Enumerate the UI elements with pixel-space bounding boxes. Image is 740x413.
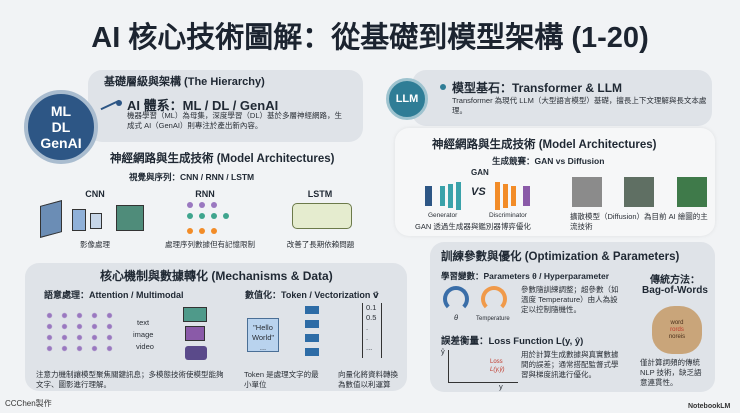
loss-label: Loss [490,359,503,365]
temperature-label: Temperature [476,316,510,322]
bullet-dot [116,100,122,106]
bow-heading: 傳統方法： [650,275,700,286]
bag-icon: word rords noreis [652,306,702,354]
temperature-gauge-icon [481,286,507,312]
vector-value: . [366,333,369,342]
theta-gauge-icon [443,286,469,312]
loss-fn-label: L(y,ŷ) [490,367,505,373]
camera-icon [185,346,207,360]
image-icon [183,307,207,322]
vector-value: ... [366,343,373,352]
vector-value: . [366,323,369,332]
discriminator-icon [495,182,545,210]
loss-chart-icon [448,350,518,383]
hierarchy-panel [88,70,363,142]
bow-name: Bag-of-Words [642,285,708,296]
generator-icon [425,182,475,210]
loss-heading: 誤差衡量：Loss Function L(y, ŷ) [441,336,584,347]
hierarchy-heading: 基礎層級與架構 (The Hierarchy) [104,76,265,88]
loss-desc: 用於計算生成數據與真實數據間的誤差；通常搭配監督式學習與梯度訊進行優化。 [521,350,619,379]
hierarchy-subheading: AI 體系：ML / DL / GenAI [127,98,279,113]
bow-desc: 僅計算詞頻的傳統 NLP 技術，缺乏語意連貫性。 [640,358,702,387]
bullet-dot [440,84,446,90]
arch-left-subheading: 視覺與序列：CNN / RNN / LSTM [129,172,255,182]
diffusion-partial-image [624,177,654,207]
vector-value: 0.5 [366,313,377,322]
gan-label: GAN [471,168,489,177]
circle-ml: ML [50,103,72,119]
llm-panel [412,70,712,126]
token-box-more: ... [259,343,267,352]
rnn-caption: 處理序列數據但有記憶限制 [165,240,255,249]
mechanisms-heading: 核心機制與數據轉化 (Mechanisms & Data) [100,269,333,283]
notebooklm-brand: NotebookLM [688,403,731,410]
lstm-caption: 改善了長期依賴問題 [286,240,355,249]
arch-left-heading: 神經網路與生成技術 (Model Architectures) [110,153,335,165]
diffusion-final-image [677,177,707,207]
vs-icon: VS [471,186,486,198]
author-credit: CCChen製作 [5,399,52,408]
attention-caption: 注意力機制讓模型聚焦關鍵訊息；多模態技術使模型能夠文字、圖影進行理解。 [36,370,224,389]
modality-text: text [137,318,150,327]
arch-right-subheading: 生成競賽：GAN vs Diffusion [492,156,605,166]
vector-value: 0.1 [366,303,377,312]
attention-heading: 語意處理：Attention / Multimodal [44,290,184,300]
arch-right-heading: 神經網路與生成技術 (Model Architectures) [432,139,657,151]
token-heading: 數值化：Token / Vectorization v⃗ [245,290,379,300]
cnn-layers-icon [40,200,150,238]
vector-caption: 向量化將資料轉換為數值以利運算 [338,370,398,389]
modality-video: video [136,342,154,351]
bag-word: word [670,320,684,326]
loss-axis-y: ŷ [441,347,445,356]
llm-circle: LLM [386,78,428,120]
diffusion-noise-image [572,177,602,207]
gan-caption: GAN 透過生成器與鑑別器博弈優化 [415,222,531,231]
modality-image: image [133,330,154,339]
discriminator-label: Discriminator [489,212,527,219]
llm-desc: Transformer 為現代 LLM（大型語言模型）基礎，擅長上下文理解與長文… [452,96,707,115]
diffusion-caption: 擴散模型（Diffusion）為目前 AI 繪圖的主流技術 [570,212,708,231]
llm-heading: 模型基石：Transformer & LLM [452,81,623,95]
rnn-label: RNN [195,189,215,199]
theta-label: θ [454,313,459,322]
lstm-label: LSTM [307,189,333,199]
ai-hierarchy-circle: ML DL GenAI [24,90,98,164]
token-blocks-icon [305,306,319,358]
circle-dl: DL [51,119,71,135]
token-box: "Hello World" ... [247,318,279,352]
cnn-label: CNN [85,189,105,199]
vector-icon: 0.1 0.5 . . ... [362,303,382,358]
hierarchy-desc: 機器學習（ML）為母集，深度學習（DL）基於多層神經網路，生成式 AI（GenA… [127,111,343,130]
lstm-cell-icon [292,203,352,229]
cnn-caption: 影像處理 [80,240,110,249]
rnn-nodes-icon [187,202,237,236]
page-title: AI 核心技術圖解：從基礎到模型架構 (1-20) [91,22,649,54]
token-box-text: "Hello World" [251,323,275,342]
bag-word: noreis [668,334,686,340]
circle-genai: GenAI [40,135,82,151]
arch-right-panel [395,128,715,236]
neural-network-icon [42,310,117,355]
token-caption: Token 是處理文字的最小單位 [244,370,319,389]
optimization-heading: 訓練參數與優化 (Optimization & Parameters) [441,251,680,263]
params-heading: 學習變數：Parameters θ / Hyperparameter [441,271,610,281]
generator-label: Generator [428,212,458,219]
video-icon [185,326,205,341]
loss-axis-x: y [499,382,503,391]
params-desc: 參數隨訓練調整；超參數（如溫度 Temperature）由人為設定以控制隨機性。 [521,285,619,314]
bag-word: rords [670,327,684,333]
